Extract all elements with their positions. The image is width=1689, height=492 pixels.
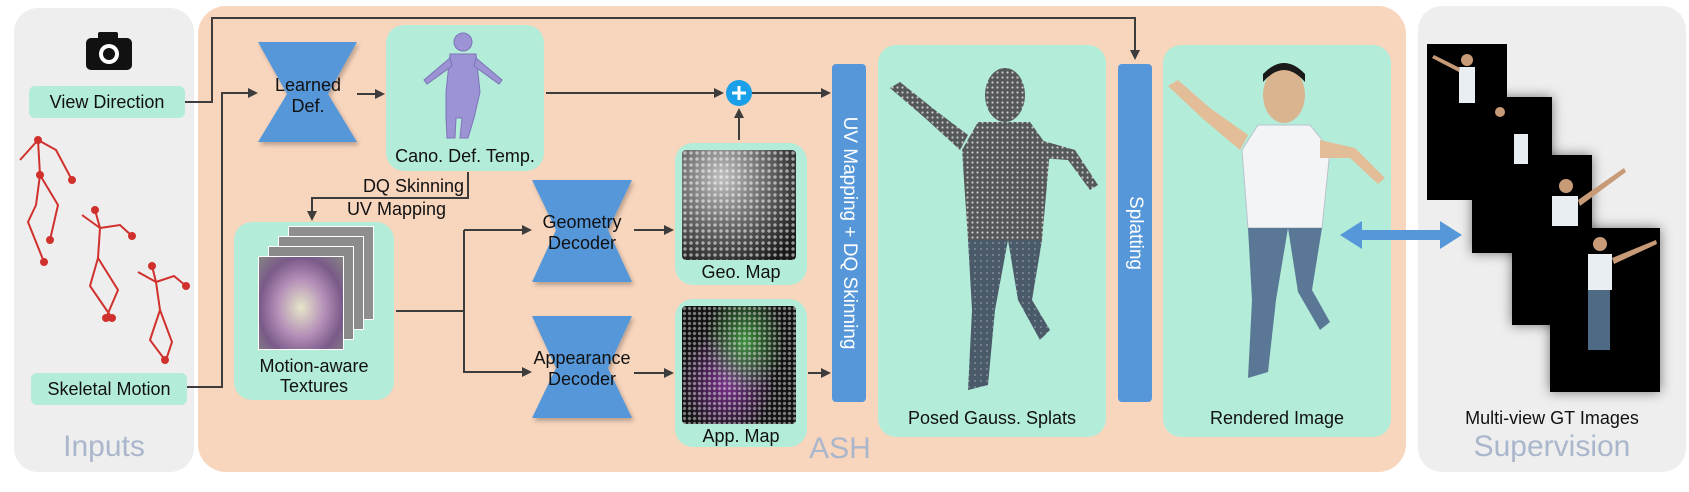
- skeletal-motion-box: [31, 373, 187, 405]
- dq-skinning-label: DQ Skinning: [362, 176, 464, 196]
- cano-template-figure: [423, 32, 503, 139]
- arrow-skeletal-to-learned-def: [187, 88, 258, 388]
- inputs-title: Inputs: [63, 430, 145, 463]
- app-map-image: [682, 306, 796, 424]
- ash-title: ASH: [809, 432, 871, 465]
- geo-map-label: Geo. Map: [701, 262, 781, 282]
- rendered-figure: [1168, 63, 1385, 378]
- app-map-label: App. Map: [702, 426, 780, 446]
- gt-image-stack: [1427, 44, 1660, 392]
- arrow-view-to-splatting: [185, 17, 1140, 103]
- double-arrow-icon: [1340, 221, 1462, 249]
- posed-splats-label: Posed Gauss. Splats: [907, 408, 1077, 428]
- texture-stack: [258, 226, 378, 354]
- learned-def-bowtie: [258, 42, 357, 142]
- gt-images-label: Multi-view GT Images: [1465, 408, 1639, 428]
- rendered-image-label: Rendered Image: [1209, 408, 1345, 428]
- plus-icon: [726, 80, 752, 106]
- view-direction-box: [29, 86, 185, 118]
- skeleton-figures: [19, 136, 190, 364]
- skeletal-motion-label: Skeletal Motion: [47, 379, 171, 399]
- appearance-decoder-bowtie: [532, 316, 632, 418]
- arrow-template-to-textures: [307, 172, 469, 221]
- view-direction-label: View Direction: [49, 92, 165, 112]
- uv-mapping-label: UV Mapping: [346, 199, 446, 219]
- supervision-title: Supervision: [1473, 430, 1631, 463]
- arrow-textures-to-decoders: [396, 229, 530, 373]
- posed-splats-figure: [890, 68, 1098, 390]
- uv-dq-bar: UV Mapping + DQ Skinning: [832, 64, 866, 402]
- cano-template-label: Cano. Def. Temp.: [395, 146, 535, 166]
- splatting-bar: Splatting: [1118, 64, 1152, 402]
- geo-map-image: [682, 150, 796, 260]
- geometry-decoder-bowtie: [532, 180, 632, 282]
